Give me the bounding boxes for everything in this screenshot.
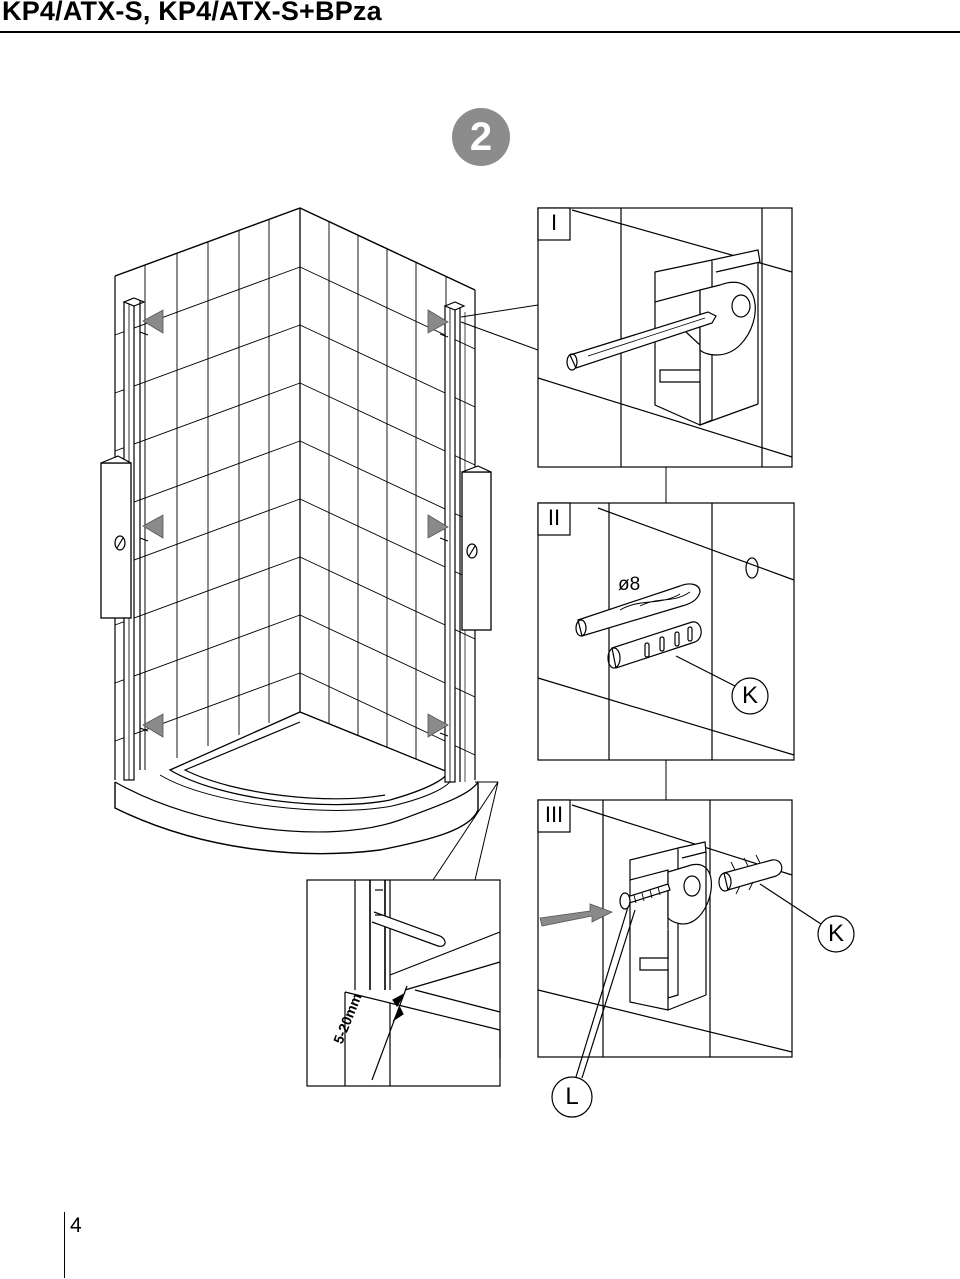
detail-ii-label: II (547, 505, 561, 530)
detail-i-label: I (550, 210, 558, 235)
shower-enclosure-drawing (100, 207, 492, 855)
document-title: KP4/ATX-S, KP4/ATX-S+BPza (2, 0, 382, 26)
page-number: 4 (70, 1214, 82, 1237)
drill-point-arrows (142, 309, 449, 738)
step-number-badge: 2 (452, 108, 510, 166)
detail-i-panel (537, 207, 793, 468)
page-number-rule (64, 1212, 65, 1278)
part-k-label-iii: K (827, 920, 844, 947)
detail-iii-panel (537, 799, 855, 1118)
drill-diameter-label: ø8 (618, 574, 641, 595)
part-k-label-ii: K (741, 682, 758, 709)
detail-iii-label: III (544, 802, 564, 827)
bottom-gap-detail-panel (306, 879, 501, 1087)
detail-ii-panel (537, 502, 795, 761)
title-underline (0, 31, 960, 33)
part-l-label: L (565, 1083, 579, 1110)
